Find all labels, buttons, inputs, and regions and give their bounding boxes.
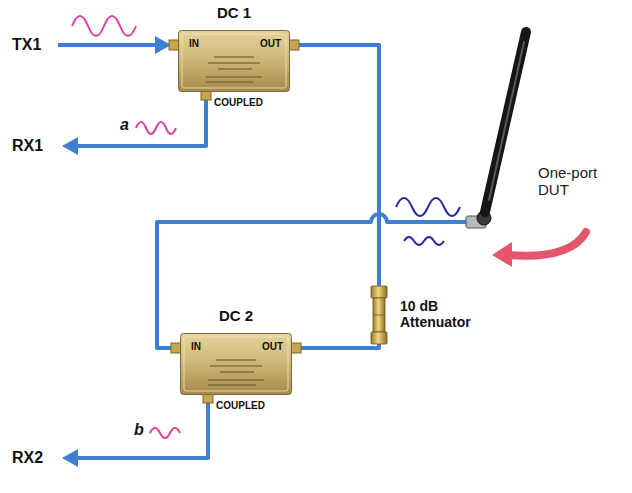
directional-coupler: DC 2INOUTCOUPLED [180, 333, 292, 395]
attenuator-component-drawing [370, 286, 388, 344]
tx-signal-line [58, 43, 156, 47]
incident-wave [72, 16, 136, 36]
sma-connector [169, 40, 179, 50]
port-label: IN [191, 341, 201, 352]
coupled-wave [136, 122, 176, 134]
sma-connector [291, 343, 301, 353]
rotation-arrow [508, 232, 586, 256]
port-label: OUT [260, 38, 281, 49]
arrow-head [62, 137, 78, 155]
rx1-signal-line [76, 98, 206, 146]
reflected-wave [404, 237, 444, 245]
rotation-arrow-head [492, 242, 512, 267]
port-label: IN [189, 38, 199, 49]
incident-wave [396, 198, 460, 216]
label-marking [208, 62, 260, 64]
reflected-coupled-wave [150, 428, 180, 438]
port-label: COUPLED [216, 400, 265, 411]
label-marking [216, 359, 256, 361]
sma-connector [203, 394, 213, 403]
attenuator-component: 10 dB Attenuator [370, 286, 388, 344]
coupler-body [179, 31, 290, 92]
port-name: TX1 [12, 36, 41, 54]
directional-coupler: DC 1INOUTCOUPLED [178, 30, 290, 92]
label-marking [220, 371, 254, 373]
attenuator-body [373, 298, 385, 332]
attenuator-cap [371, 286, 387, 298]
rx2-signal-line [76, 401, 208, 458]
coupler-body [181, 334, 292, 395]
label-marking [214, 56, 254, 58]
port-name: RX2 [12, 449, 43, 467]
coupler-title: DC 1 [164, 4, 304, 21]
sma-connector [289, 40, 299, 50]
antenna-highlight [489, 42, 524, 200]
coax-cable [290, 45, 379, 286]
label-marking [218, 68, 252, 70]
antenna-dut-drawing [466, 22, 616, 272]
wave-symbol: a [120, 116, 129, 134]
wave-symbol: b [134, 421, 144, 439]
port-label: OUT [262, 341, 283, 352]
label-marking [208, 379, 264, 381]
port-label: COUPLED [214, 97, 263, 108]
component-label: 10 dB Attenuator [400, 298, 480, 330]
dut-label: One-port DUT [538, 164, 614, 198]
antenna-whip [485, 32, 526, 212]
port-name: RX1 [12, 137, 43, 155]
coupler-bevel [184, 337, 288, 391]
label-marking [206, 76, 262, 78]
attenuator-ring [373, 315, 385, 316]
coupler-title: DC 2 [166, 307, 306, 324]
sma-connector [201, 91, 211, 100]
sma-connector [171, 343, 181, 353]
coupler-bevel [182, 34, 286, 88]
arrow-head [62, 449, 78, 467]
attenuator-cap [371, 332, 387, 344]
label-marking [206, 81, 254, 83]
label-marking [210, 365, 262, 367]
label-marking [208, 384, 256, 386]
antenna-dut: One-port DUT [466, 22, 616, 272]
coax-cable [292, 344, 379, 348]
